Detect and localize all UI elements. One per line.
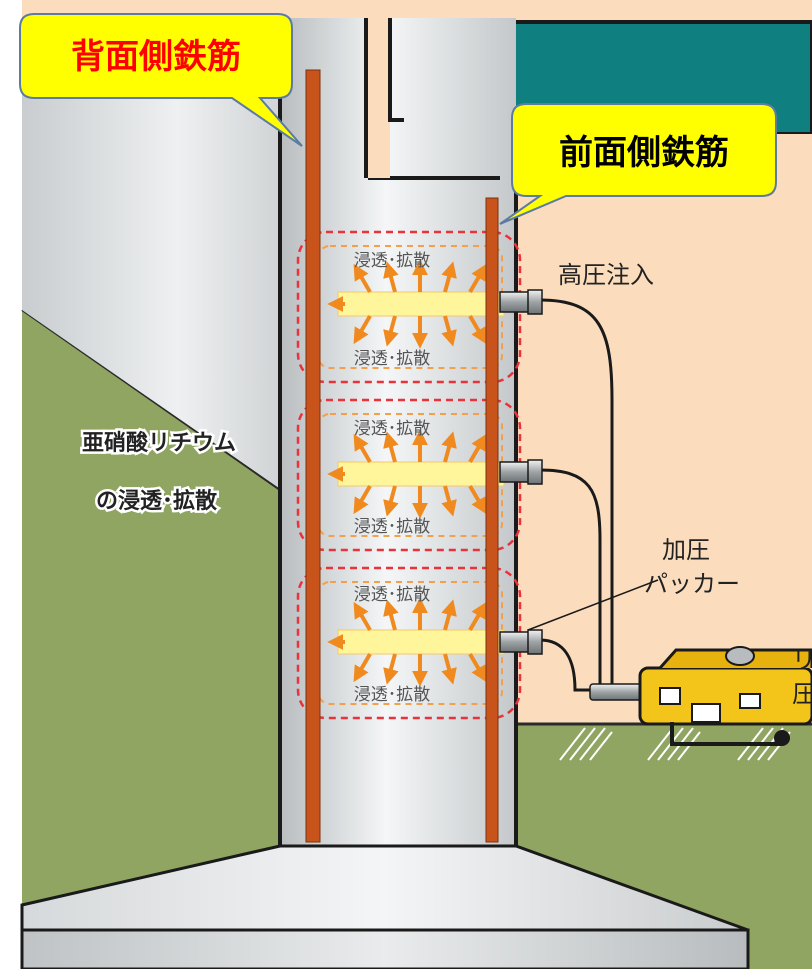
lithium-nitrite-label-line1: 亜硝酸リチウム: [82, 430, 236, 456]
lithium-nitrite-label-line2: の浸透･拡散: [96, 489, 218, 514]
diffusion-arrow-icon: [327, 259, 487, 349]
machine-label-line2: 圧: [792, 680, 812, 708]
zone-1-bottom-label: 浸透･拡散: [354, 349, 431, 369]
diffusion-arrow-icon: [327, 597, 487, 687]
footing-bottom: [20, 928, 750, 969]
diffusion-arrow-icon: [327, 429, 487, 519]
zone-3-bottom-label: 浸透･拡散: [354, 685, 431, 705]
injection-nozzle-icon: [499, 289, 543, 315]
callout-front-rebar-text: 前面側鉄筋: [559, 133, 729, 173]
callout-back-rebar-text: 背面側鉄筋: [71, 37, 241, 77]
injection-nozzle-icon: [499, 459, 543, 485]
zone-3-top-label: 浸透･拡散: [354, 585, 431, 605]
injection-tube: [337, 291, 505, 317]
injection-tube: [337, 629, 505, 655]
zone-2-bottom-label: 浸透･拡散: [354, 517, 431, 537]
callout-back-rebar: 背面側鉄筋: [19, 13, 303, 147]
back-wall: [22, 18, 282, 490]
injection-tube: [337, 461, 505, 487]
packer-leader-line: [527, 579, 659, 631]
front-rebar: [485, 197, 499, 843]
machine-label-line1: リ: [792, 646, 812, 674]
diffusion-zone-2: [296, 398, 522, 552]
frame-border: [0, 0, 22, 969]
callout-front-rebar: 前面側鉄筋: [499, 103, 777, 225]
injection-nozzle-icon: [499, 629, 543, 655]
pressure-pump-icon: [638, 646, 812, 746]
zone-2-top-label: 浸透･拡散: [354, 419, 431, 439]
zone-1-top-label: 浸透･拡散: [354, 251, 431, 271]
ground-left: [22, 310, 280, 969]
packer-label-line1: 加圧: [662, 536, 710, 564]
back-rebar: [305, 69, 321, 843]
injection-hoses: [539, 298, 614, 692]
high-pressure-injection-label: 高圧注入: [558, 261, 654, 289]
packer-label-line2: パッカー: [644, 570, 740, 598]
